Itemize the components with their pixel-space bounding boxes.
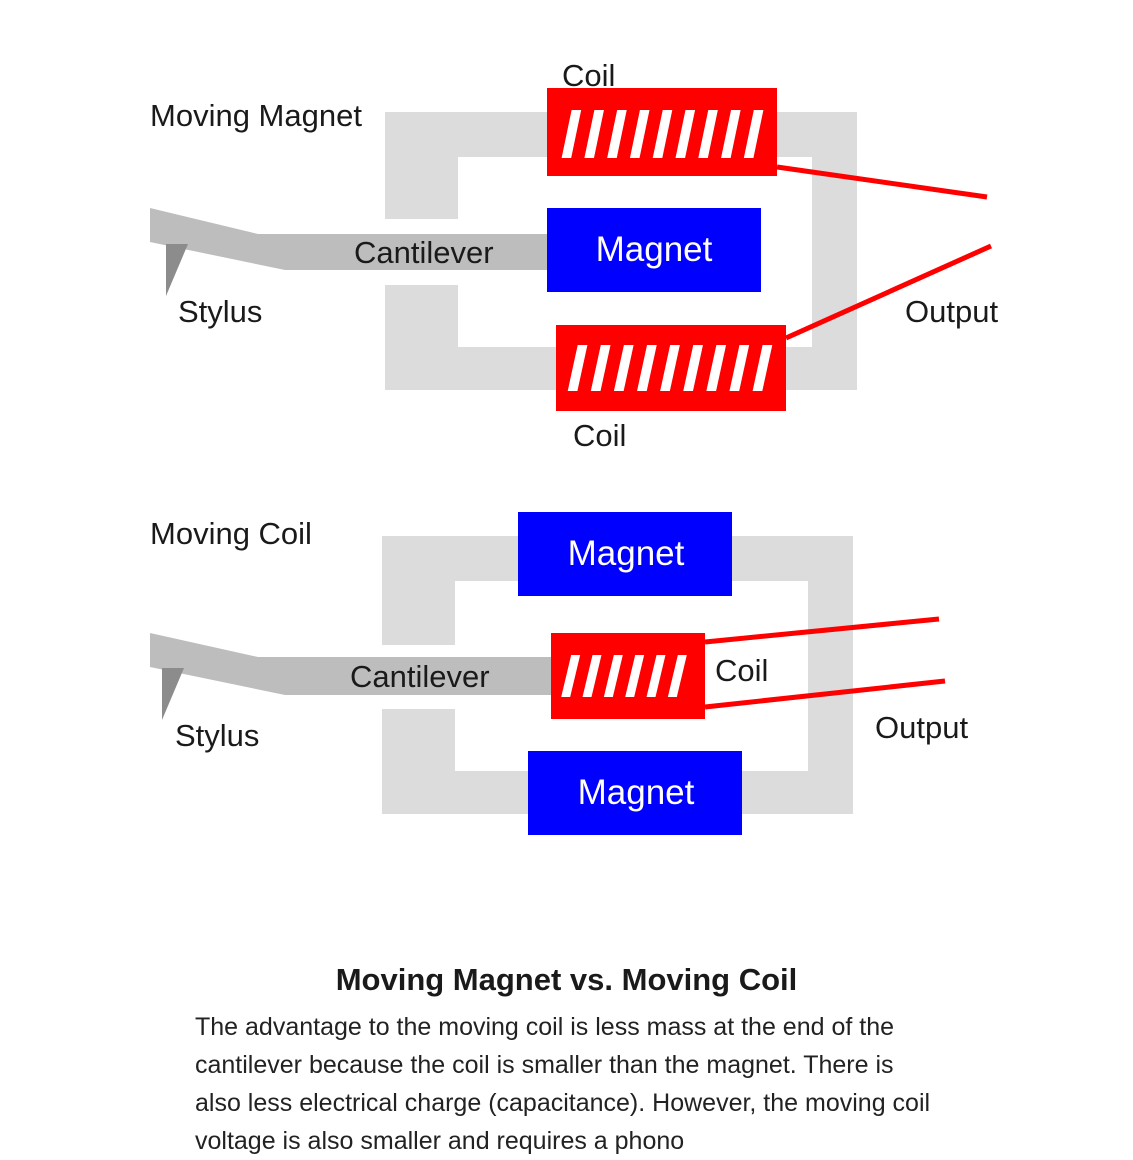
- mm-magnet-label: Magnet: [596, 230, 713, 269]
- mc-title: Moving Coil: [150, 516, 312, 551]
- coil-winding-gap: [743, 110, 764, 158]
- coil-winding-gap: [637, 345, 657, 391]
- mm-coil-bottom: [556, 325, 786, 411]
- moving-magnet-diagram: Moving Magnet Coil Magnet Cantilever Sty…: [150, 58, 998, 453]
- coil-winding-gap: [625, 655, 645, 697]
- coil-winding-gap: [660, 345, 680, 391]
- mc-coil-label: Coil: [715, 653, 768, 688]
- coil-winding-gap: [613, 345, 634, 391]
- mm-output-lead-top: [776, 164, 988, 200]
- mm-cantilever: [150, 208, 548, 270]
- coil-winding-gap: [667, 655, 687, 697]
- mm-output-label: Output: [905, 294, 998, 329]
- coil-winding-gap: [752, 345, 773, 391]
- coil-winding-gap: [567, 345, 588, 391]
- moving-coil-diagram: Moving Coil Magnet Cantilever Coil Stylu…: [150, 512, 968, 835]
- coil-winding-gap: [729, 345, 750, 391]
- mm-cantilever-label: Cantilever: [354, 235, 494, 270]
- article-heading: Moving Magnet vs. Moving Coil: [335, 962, 798, 997]
- coil-winding-gap: [683, 345, 703, 391]
- mc-cantilever: [150, 633, 552, 695]
- coil-winding-gap: [698, 110, 718, 158]
- coil-winding-gap: [629, 110, 650, 158]
- coil-winding-gap: [675, 110, 696, 158]
- mc-coil: [551, 633, 705, 719]
- mm-coil-top: [547, 88, 777, 176]
- mm-stylus-label: Stylus: [178, 294, 262, 329]
- coil-winding-gap: [652, 110, 673, 158]
- mc-stylus-label: Stylus: [175, 718, 259, 753]
- mc-cantilever-label: Cantilever: [350, 659, 490, 694]
- article-paragraph: The advantage to the moving coil is less…: [195, 1013, 931, 1155]
- mc-output-lead-top: [704, 616, 940, 645]
- mc-output-label: Output: [875, 710, 968, 745]
- mc-stylus: [162, 668, 184, 720]
- coil-winding-gap: [607, 110, 627, 158]
- mm-coil-top-label: Coil: [562, 58, 615, 93]
- mc-magnet-bottom-label: Magnet: [578, 773, 695, 812]
- mm-output-lead-bottom: [784, 243, 993, 341]
- mm-coil-bottom-label: Coil: [573, 418, 626, 453]
- mc-magnet-top-label: Magnet: [568, 534, 685, 573]
- coil-winding-gap: [721, 110, 741, 158]
- coil-winding-gap: [646, 655, 666, 697]
- coil-winding-gap: [590, 345, 611, 391]
- coil-winding-gap: [603, 655, 623, 697]
- coil-winding-gap: [582, 655, 602, 697]
- coil-winding-gap: [561, 655, 581, 697]
- mm-stylus: [166, 244, 188, 296]
- mc-magnet-top: [518, 512, 732, 596]
- coil-winding-gap: [561, 110, 582, 158]
- cartridge-diagram: Moving Magnet Coil Magnet Cantilever Sty…: [150, 58, 998, 835]
- mm-title: Moving Magnet: [150, 98, 362, 133]
- coil-winding-gap: [706, 345, 727, 391]
- coil-winding-gap: [584, 110, 604, 158]
- mc-magnet-bottom: [528, 751, 742, 835]
- mc-output-lead-bottom: [704, 678, 946, 710]
- mm-magnet: [547, 208, 761, 292]
